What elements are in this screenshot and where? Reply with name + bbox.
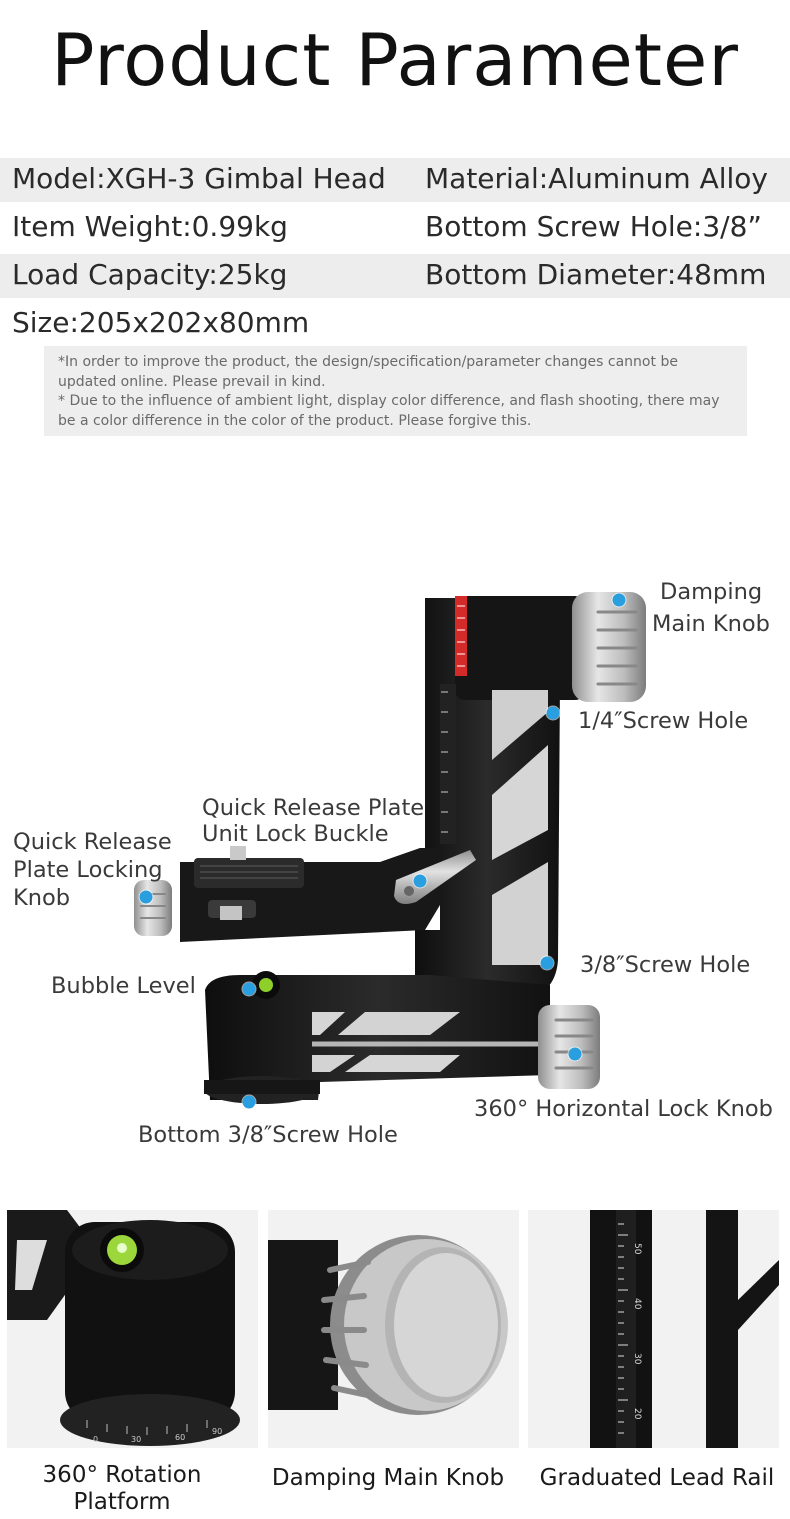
- rail-tick: 30: [632, 1353, 642, 1365]
- detail-damping-knob: [268, 1210, 519, 1448]
- disclaimer-line: *In order to improve the product, the de…: [58, 354, 678, 390]
- marker-dot: [242, 982, 256, 996]
- spec-row: Load Capacity:25kg Bottom Diameter:48mm: [0, 254, 790, 298]
- label-qr-locking-knob-3: Knob: [13, 885, 71, 911]
- marker-dot: [540, 956, 554, 970]
- label-qr-lock-buckle-2: Unit Lock Buckle: [202, 821, 389, 847]
- spec-weight: Item Weight:0.99kg: [12, 210, 288, 243]
- horizontal-lock-knob-shape: [538, 1005, 600, 1089]
- caption-line: 360° Rotation: [42, 1462, 202, 1488]
- label-qr-locking-knob-2: Plate Locking: [13, 857, 163, 883]
- marker-dot: [413, 874, 427, 888]
- spec-row: Model:XGH-3 Gimbal Head Material:Aluminu…: [0, 158, 790, 202]
- label-qr-locking-knob: Quick Release: [13, 829, 172, 855]
- rail-tick: 40: [632, 1298, 642, 1310]
- marker-dot: [568, 1047, 582, 1061]
- caption-damping-knob: Damping Main Knob: [271, 1465, 505, 1491]
- qr-locking-knob-shape: [134, 880, 172, 936]
- label-damping-main-knob-2: Main Knob: [652, 611, 770, 637]
- label-line: Damping: [660, 579, 763, 605]
- label-bottom-screw-hole: Bottom 3/8″Screw Hole: [138, 1122, 398, 1148]
- label-bubble-level: Bubble Level: [51, 973, 196, 999]
- caption-graduated-rail: Graduated Lead Rail: [539, 1465, 775, 1491]
- detail-rotation-platform: 0 30 60 90: [7, 1210, 258, 1448]
- label-damping-main-knob: Damping: [660, 578, 762, 606]
- platform-tick: 30: [131, 1435, 141, 1444]
- marker-dot: [139, 890, 153, 904]
- rail-tick: 20: [632, 1408, 642, 1420]
- spec-material: Material:Aluminum Alloy: [425, 162, 768, 195]
- platform-tick: 60: [175, 1433, 185, 1442]
- page-title: Product Parameter: [51, 18, 739, 102]
- spec-load-capacity: Load Capacity:25kg: [12, 258, 288, 291]
- label-quarter-screw-hole: 1/4″Screw Hole: [578, 708, 749, 734]
- platform-tick: 0: [93, 1435, 98, 1444]
- platform-tick: 90: [212, 1427, 222, 1436]
- marker-dot: [612, 593, 626, 607]
- rail-tick: 50: [632, 1243, 642, 1255]
- marker-dot: [546, 706, 560, 720]
- base-arm: [205, 975, 550, 1100]
- label-three-eighth-screw-hole: 3/8″Screw Hole: [580, 952, 751, 978]
- caption-line: Platform: [73, 1489, 171, 1515]
- label-qr-lock-buckle: Quick Release Plate: [202, 795, 425, 821]
- gimbal-head-illustration: [134, 592, 646, 1104]
- spec-row: Item Weight:0.99kg Bottom Screw Hole:3/8…: [0, 206, 790, 250]
- spec-screw-hole: Bottom Screw Hole:3/8”: [425, 210, 762, 243]
- spec-row: Size:205x202x80mm: [0, 302, 790, 346]
- label-horizontal-lock-knob: 360° Horizontal Lock Knob: [474, 1096, 773, 1122]
- caption-rotation-platform: 360° Rotation Platform: [7, 1462, 237, 1516]
- spec-size: Size:205x202x80mm: [12, 306, 310, 339]
- disclaimer-note: *In order to improve the product, the de…: [44, 346, 747, 436]
- disclaimer-line: * Due to the influence of ambient light,…: [58, 393, 720, 429]
- upper-cylinder: [455, 596, 585, 700]
- marker-dot: [242, 1095, 256, 1109]
- spec-model: Model:XGH-3 Gimbal Head: [12, 162, 386, 195]
- detail-graduated-rail: 50 40 30 20: [528, 1210, 779, 1448]
- spec-bottom-diameter: Bottom Diameter:48mm: [425, 258, 767, 291]
